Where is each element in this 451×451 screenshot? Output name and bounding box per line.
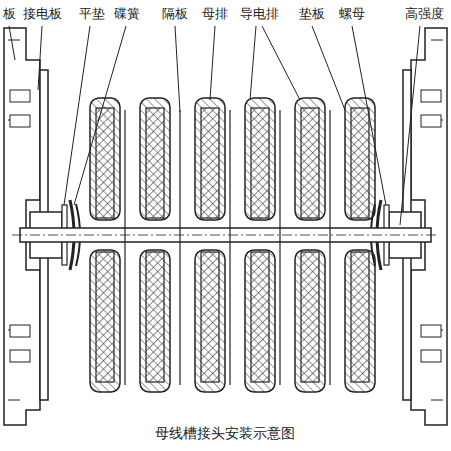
part-label: 母排: [201, 6, 229, 22]
part-label: 平垫: [78, 6, 106, 22]
part-label: 板: [2, 6, 17, 22]
part-label: 碟簧: [113, 6, 141, 22]
part-label: 高强度: [404, 6, 445, 22]
part-label: 垫板: [298, 6, 326, 22]
part-label: 螺母: [338, 6, 366, 22]
part-label: 导电排: [239, 6, 280, 22]
leader-lines: [9, 26, 420, 225]
part-label: 隔板: [161, 6, 189, 22]
caption: 母线槽接头安装示意图: [155, 424, 295, 442]
part-label: 接电板: [22, 6, 63, 22]
